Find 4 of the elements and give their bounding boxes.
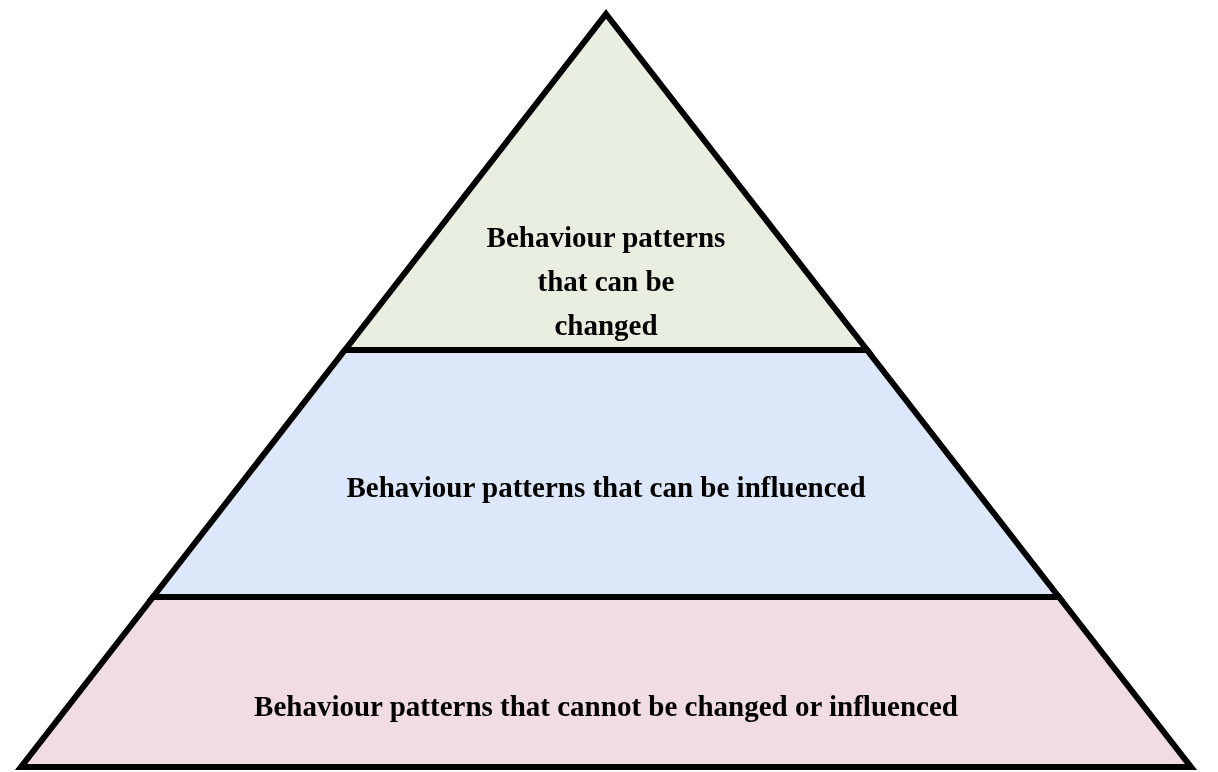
tier-label: Behaviour patterns that can be influenced [345, 470, 867, 505]
pyramid-tier [18, 593, 1194, 771]
tier-label: Behaviour patterns that can be changed [486, 220, 726, 343]
tier-label: Behaviour patterns that cannot be changed or influenced [253, 689, 959, 724]
